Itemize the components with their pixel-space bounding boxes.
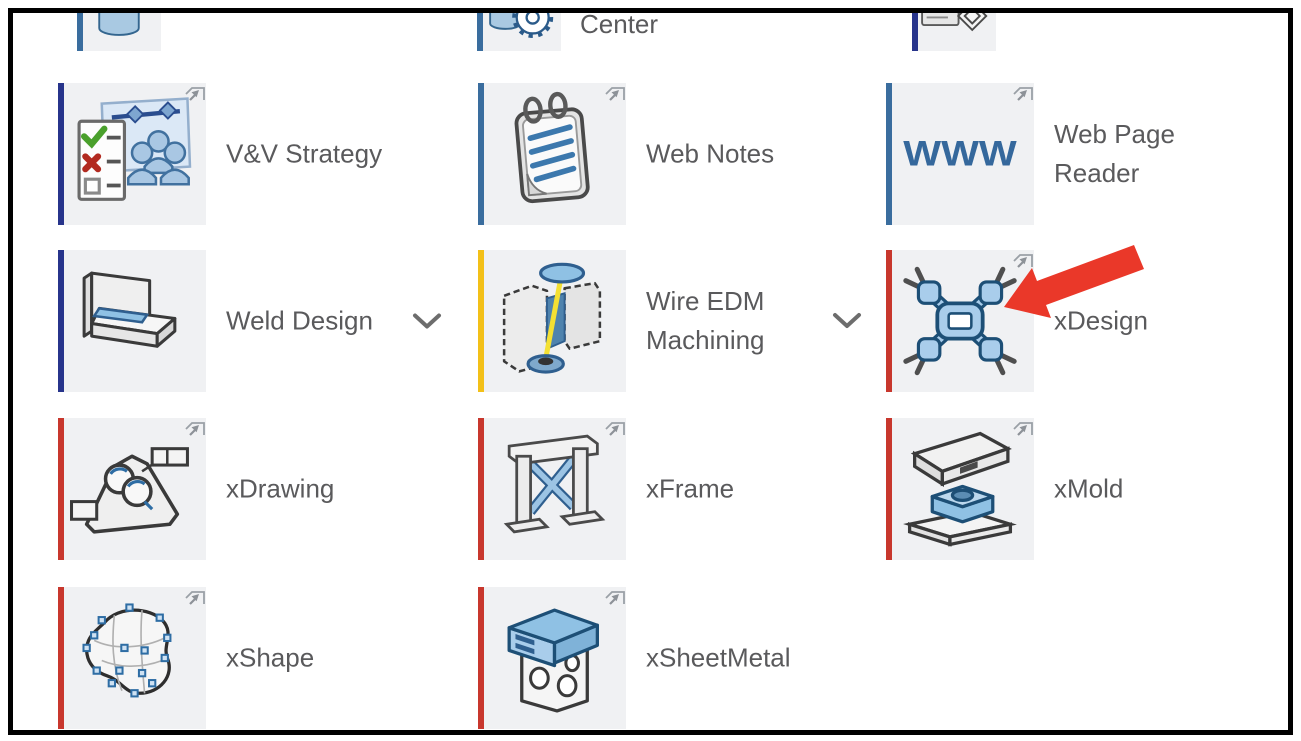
open-in-new-window-icon[interactable] bbox=[1010, 84, 1033, 107]
notepad-icon bbox=[489, 91, 615, 217]
open-in-new-window-icon[interactable] bbox=[602, 419, 625, 442]
app-tile-wire-edm-machining[interactable] bbox=[478, 250, 626, 392]
app-tile-xdrawing[interactable] bbox=[58, 418, 206, 560]
app-tile-vv-strategy[interactable] bbox=[58, 83, 206, 225]
sheetmetal-icon bbox=[489, 595, 615, 721]
app-label-wrap-xsheetmetal: xSheetMetal bbox=[646, 639, 818, 678]
app-label-wrap-web-page-reader: Web Page Reader bbox=[1054, 115, 1226, 193]
database-cylinder-icon bbox=[81, 8, 157, 57]
app-label: xSheetMetal bbox=[646, 642, 791, 673]
open-in-new-window-icon[interactable] bbox=[182, 588, 205, 611]
cylinder-gear-icon bbox=[481, 8, 557, 57]
www-icon bbox=[897, 91, 1023, 217]
app-color-stripe bbox=[58, 83, 64, 225]
app-color-stripe bbox=[478, 587, 484, 729]
annotation-arrow-icon bbox=[1004, 245, 1144, 318]
checklist-diamond-icon bbox=[916, 8, 992, 57]
app-label-wrap-vv-strategy: V&V Strategy bbox=[226, 135, 398, 174]
app-label: Center bbox=[580, 9, 659, 39]
app-label: xFrame bbox=[646, 473, 735, 504]
app-tile-xdesign[interactable] bbox=[886, 250, 1034, 392]
app-label: Weld Design bbox=[226, 305, 373, 336]
app-color-stripe bbox=[77, 13, 83, 51]
app-label-wrap-web-notes: Web Notes bbox=[646, 135, 818, 174]
app-color-stripe bbox=[58, 418, 64, 560]
open-in-new-window-icon[interactable] bbox=[1010, 419, 1033, 442]
app-label-wrap-xframe: xFrame bbox=[646, 470, 818, 509]
app-tile-cut-app-top-left[interactable] bbox=[77, 13, 161, 51]
app-label: xShape bbox=[226, 642, 315, 673]
mold-icon bbox=[897, 426, 1023, 552]
open-in-new-window-icon[interactable] bbox=[182, 419, 205, 442]
content-frame: Center V&V Strategy bbox=[8, 8, 1293, 735]
app-tile-xmold[interactable] bbox=[886, 418, 1034, 560]
app-color-stripe bbox=[477, 13, 483, 51]
app-label-wrap-weld-design: Weld Design bbox=[226, 302, 442, 341]
app-label-wrap-xdrawing: xDrawing bbox=[226, 470, 398, 509]
frame-structure-icon bbox=[489, 426, 615, 552]
chevron-down-icon[interactable] bbox=[832, 312, 862, 330]
open-in-new-window-icon[interactable] bbox=[1010, 251, 1033, 274]
app-tile-xsheetmetal[interactable] bbox=[478, 587, 626, 729]
app-color-stripe bbox=[58, 587, 64, 729]
app-label-wrap-wire-edm-machining: Wire EDM Machining bbox=[646, 282, 862, 360]
app-color-stripe bbox=[58, 250, 64, 392]
app-tile-web-notes[interactable] bbox=[478, 83, 626, 225]
app-label-wrap-cut-app-top-center: Center bbox=[580, 9, 752, 44]
app-label: xMold bbox=[1054, 473, 1124, 504]
app-label: Wire EDM Machining bbox=[646, 286, 765, 355]
edm-tool-icon bbox=[489, 258, 615, 384]
app-label: Web Page Reader bbox=[1054, 119, 1175, 188]
app-color-stripe bbox=[886, 250, 892, 392]
app-tile-cut-app-top-right[interactable] bbox=[912, 13, 996, 51]
app-tile-weld-design[interactable] bbox=[58, 250, 206, 392]
app-tile-web-page-reader[interactable] bbox=[886, 83, 1034, 225]
open-in-new-window-icon[interactable] bbox=[602, 84, 625, 107]
freeform-surface-icon bbox=[69, 595, 195, 721]
app-label-wrap-xshape: xShape bbox=[226, 639, 398, 678]
app-label-wrap-xmold: xMold bbox=[1054, 470, 1226, 509]
app-label: Web Notes bbox=[646, 138, 775, 169]
strategy-board-icon bbox=[69, 91, 195, 217]
app-color-stripe bbox=[478, 83, 484, 225]
app-color-stripe bbox=[912, 13, 918, 51]
app-label: xDesign bbox=[1054, 305, 1148, 336]
open-in-new-window-icon[interactable] bbox=[602, 588, 625, 611]
app-color-stripe bbox=[478, 250, 484, 392]
app-label-wrap-xdesign: xDesign bbox=[1054, 302, 1226, 341]
apps-grid: Center V&V Strategy bbox=[13, 13, 1288, 730]
weld-beam-icon bbox=[69, 258, 195, 384]
app-color-stripe bbox=[886, 83, 892, 225]
app-tile-cut-app-top-center[interactable] bbox=[477, 13, 561, 51]
app-tile-xshape[interactable] bbox=[58, 587, 206, 729]
chevron-down-icon[interactable] bbox=[412, 312, 442, 330]
app-label: V&V Strategy bbox=[226, 138, 383, 169]
app-tile-xframe[interactable] bbox=[478, 418, 626, 560]
drawing-part-icon bbox=[69, 426, 195, 552]
app-color-stripe bbox=[478, 418, 484, 560]
app-label: xDrawing bbox=[226, 473, 335, 504]
app-color-stripe bbox=[886, 418, 892, 560]
open-in-new-window-icon[interactable] bbox=[182, 84, 205, 107]
